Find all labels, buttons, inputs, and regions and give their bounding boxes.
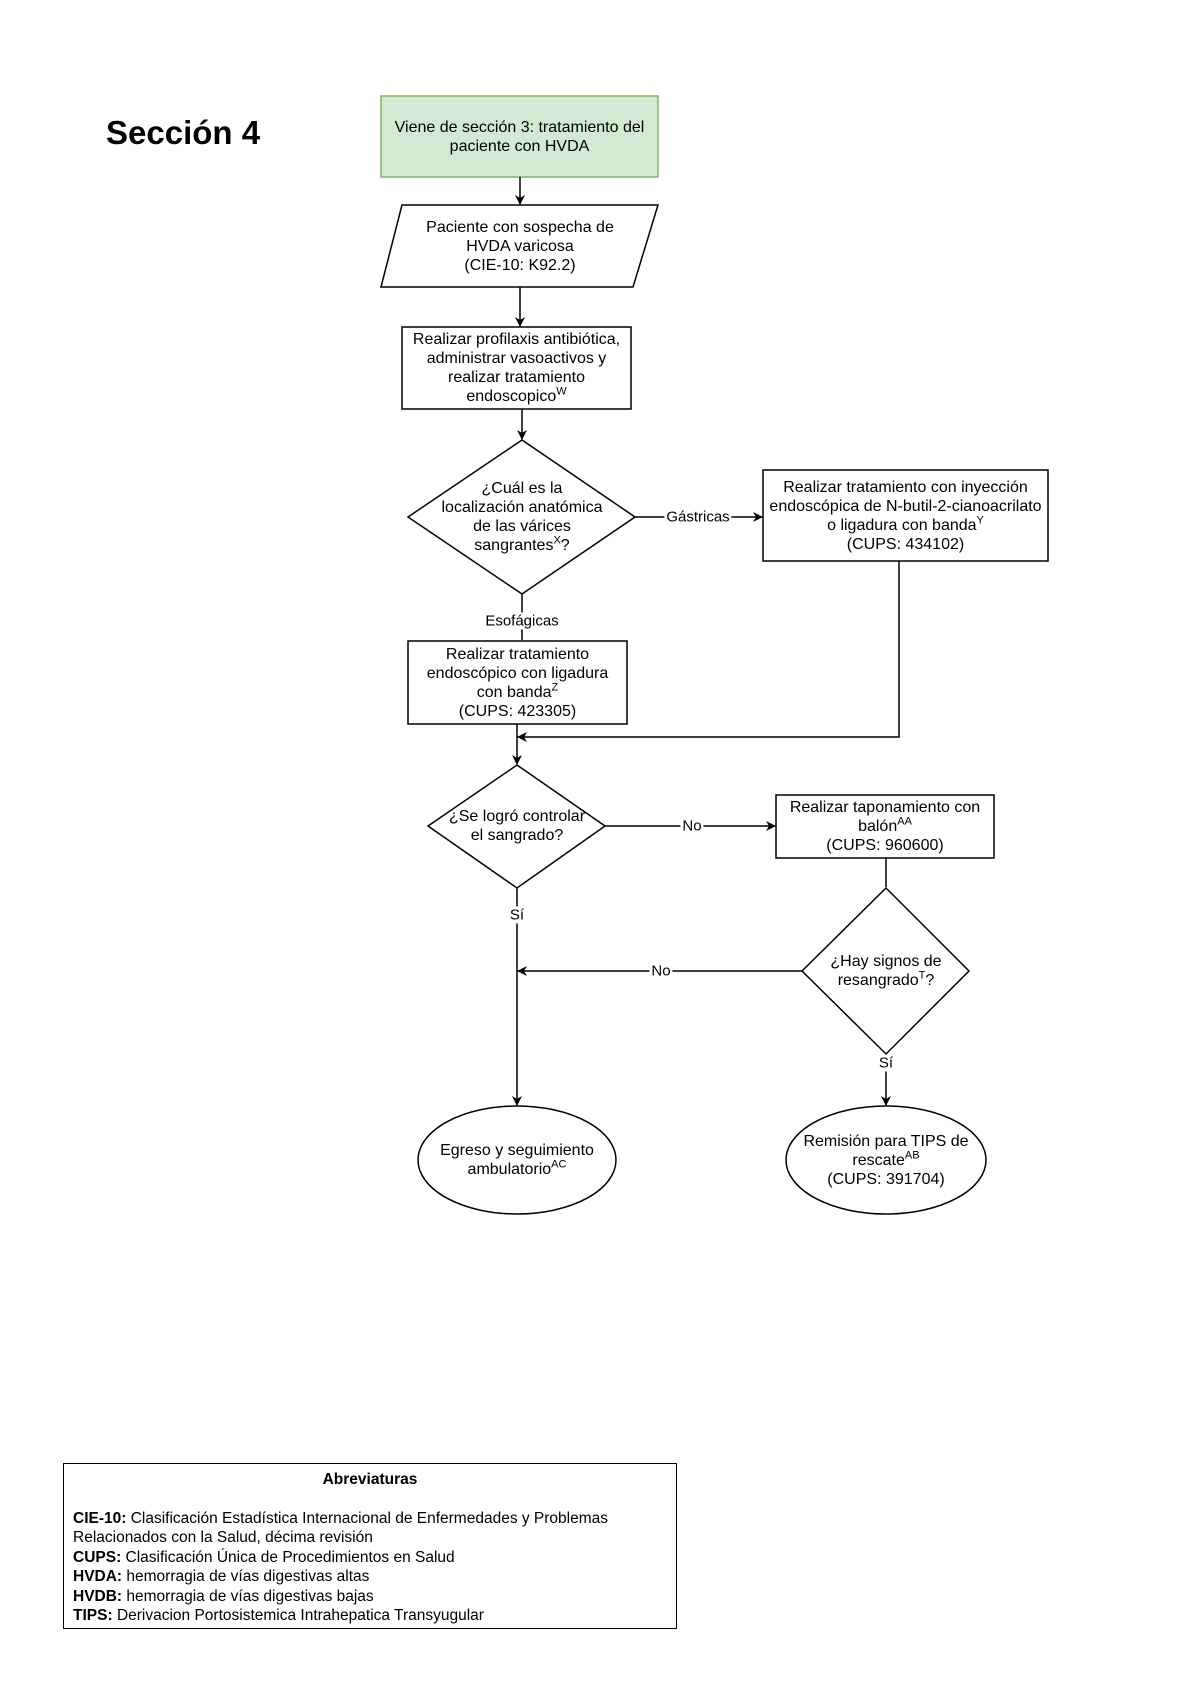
edge-label-esofagicas: Esofágicas xyxy=(483,612,561,630)
prophylaxis-line-4: endoscopicoW xyxy=(466,385,567,406)
location-decision-text: ¿Cuál es la localización anatómica de la… xyxy=(430,470,614,564)
esoph-cups-code: (CUPS: 423305) xyxy=(458,702,577,720)
location-line-4: sangrantesX? xyxy=(474,534,570,555)
abbreviation-value: Clasificación Estadística Internacional … xyxy=(73,1509,609,1547)
balloon-node-shape xyxy=(775,794,995,859)
gastric-line-1: Realizar tratamiento con inyección xyxy=(783,478,1028,496)
rebleed-superscript: T xyxy=(918,969,926,982)
rebleed-decision-text: ¿Hay signos de resangradoT? xyxy=(818,945,954,997)
prophylaxis-node-shape xyxy=(401,326,632,410)
edge-label-gastricas: Gástricas xyxy=(664,508,732,526)
balloon-line-1: Realizar taponamiento con xyxy=(789,799,981,816)
esoph-tx-node-text: Realizar tratamiento endoscópico con lig… xyxy=(410,643,625,722)
gastric-tx-node-shape xyxy=(762,469,1049,562)
esoph-line-2: endoscópico con ligadura xyxy=(426,664,609,682)
section-title: Sección 4 xyxy=(106,114,261,151)
discharge-line-2: ambulatorioAC xyxy=(467,1158,567,1179)
discharge-line-1: Egreso y seguimiento xyxy=(440,1142,594,1159)
discharge-node-text: Egreso y seguimiento ambulatorioAC xyxy=(428,1130,606,1190)
edge-gastric-merge xyxy=(517,561,900,742)
abbreviation-item-cie10: CIE-10: Clasificación Estadística Intern… xyxy=(73,1509,667,1548)
suspect-line-2: HVDA varicosa xyxy=(466,237,574,255)
abbreviation-value: Derivacion Portosistemica Intrahepatica … xyxy=(116,1607,484,1624)
abbreviation-key: HVDB: xyxy=(73,1587,123,1605)
prophylaxis-node-text: Realizar profilaxis antibiótica, adminis… xyxy=(404,329,629,407)
abbreviation-key: HVDA: xyxy=(73,1568,123,1585)
start-node-text: Viene de sección 3: tratamiento del paci… xyxy=(383,98,656,175)
edge-label-no-control: No xyxy=(680,817,704,835)
rebleed-question-mark: ? xyxy=(925,972,935,989)
esoph-line-3: con bandaZ xyxy=(476,681,559,702)
location-line-1: ¿Cuál es la xyxy=(481,480,563,497)
abbreviation-value: hemorragia de vías digestivas altas xyxy=(126,1568,370,1585)
gastric-superscript: Y xyxy=(976,514,984,527)
discharge-last-word: ambulatorio xyxy=(467,1161,552,1178)
esoph-superscript: Z xyxy=(551,681,559,694)
location-last-word: sangrantes xyxy=(474,537,554,554)
prophylaxis-line-1: Realizar profilaxis antibiótica, xyxy=(412,331,621,348)
suspect-line-3: (CIE-10: K92.2) xyxy=(464,256,576,274)
discharge-node-shape xyxy=(417,1105,617,1215)
prophylaxis-line-2: administrar vasoactivos y xyxy=(426,350,607,367)
abbreviation-item-tips: TIPS: Derivacion Portosistemica Intrahep… xyxy=(73,1606,667,1626)
start-node-shape xyxy=(380,95,659,178)
tips-node-text: Remisión para TIPS de rescateAB (CUPS: 3… xyxy=(796,1124,976,1196)
abbreviation-key: CIE-10: xyxy=(73,1509,127,1527)
balloon-cups-code: (CUPS: 960600) xyxy=(826,837,944,854)
tips-line-2: rescateAB xyxy=(852,1149,920,1170)
control-line-1: ¿Se logró controlar xyxy=(448,808,586,825)
tips-node-shape xyxy=(785,1105,987,1215)
tips-cups-code: (CUPS: 391704) xyxy=(827,1170,945,1188)
discharge-superscript: AC xyxy=(551,1158,567,1171)
suspect-node-text: Paciente con sospecha de HVDA varicosa (… xyxy=(400,207,640,285)
gastric-cups-code: (CUPS: 434102) xyxy=(846,535,965,553)
balloon-last-word: balón xyxy=(858,818,898,835)
control-line-2: el sangrado? xyxy=(470,827,564,844)
esoph-last-words: con banda xyxy=(476,683,552,701)
gastric-tx-node-text: Realizar tratamiento con inyección endos… xyxy=(765,472,1046,559)
suspect-line-1: Paciente con sospecha de xyxy=(426,218,614,236)
abbreviation-item-hvdb: HVDB: hemorragia de vías digestivas baja… xyxy=(73,1587,667,1607)
location-line-3: de las várices xyxy=(473,518,571,535)
esoph-line-1: Realizar tratamiento xyxy=(445,645,590,663)
rebleed-line-2: resangradoT? xyxy=(837,969,935,990)
tips-line-1: Remisión para TIPS de xyxy=(803,1132,969,1150)
abbreviation-value: Clasificación Única de Procedimientos en… xyxy=(125,1548,455,1566)
location-question-mark: ? xyxy=(560,537,570,554)
abbreviation-key: TIPS: xyxy=(73,1607,113,1624)
gastric-line-3: o ligadura con bandaY xyxy=(827,514,984,535)
rebleed-line-1: ¿Hay signos de xyxy=(830,953,942,970)
control-decision-text: ¿Se logró controlar el sangrado? xyxy=(440,800,594,852)
gastric-last-words: o ligadura con banda xyxy=(827,516,977,534)
abbreviation-value: hemorragia de vías digestivas bajas xyxy=(126,1587,374,1605)
prophylaxis-last-word: endoscopico xyxy=(466,388,557,405)
prophylaxis-line-3: realizar tratamiento xyxy=(448,369,585,386)
location-line-2: localización anatómica xyxy=(441,499,603,516)
abbreviation-key: CUPS: xyxy=(73,1548,122,1566)
edge-label-si-rebleed: Sí xyxy=(876,1054,896,1072)
abbreviations-box: Abreviaturas CIE-10: Clasificación Estad… xyxy=(63,1463,677,1629)
tips-superscript: AB xyxy=(904,1149,920,1162)
abbreviation-item-hvda: HVDA: hemorragia de vías digestivas alta… xyxy=(73,1567,667,1587)
suspect-node-shape xyxy=(380,204,660,288)
abbreviations-title: Abreviaturas xyxy=(322,1471,418,1488)
start-node-label: Viene de sección 3: tratamiento del paci… xyxy=(394,118,645,155)
balloon-superscript: AA xyxy=(897,815,912,828)
gastric-line-2: endoscópica de N-butil-2-cianoacrilato xyxy=(769,497,1042,515)
esoph-tx-node-shape xyxy=(407,640,628,725)
abbreviation-item-cups: CUPS: Clasificación Única de Procedimien… xyxy=(73,1548,667,1568)
edge-label-no-rebleed: No xyxy=(649,962,673,980)
tips-last-word: rescate xyxy=(852,1151,905,1169)
balloon-node-text: Realizar taponamiento con balónAA (CUPS:… xyxy=(778,797,992,856)
balloon-line-2: balónAA xyxy=(858,815,912,836)
prophylaxis-superscript: W xyxy=(556,385,567,398)
location-superscript: X xyxy=(553,534,561,547)
rebleed-last-word: resangrado xyxy=(837,972,919,989)
edge-label-si-control: Sí xyxy=(507,906,527,924)
